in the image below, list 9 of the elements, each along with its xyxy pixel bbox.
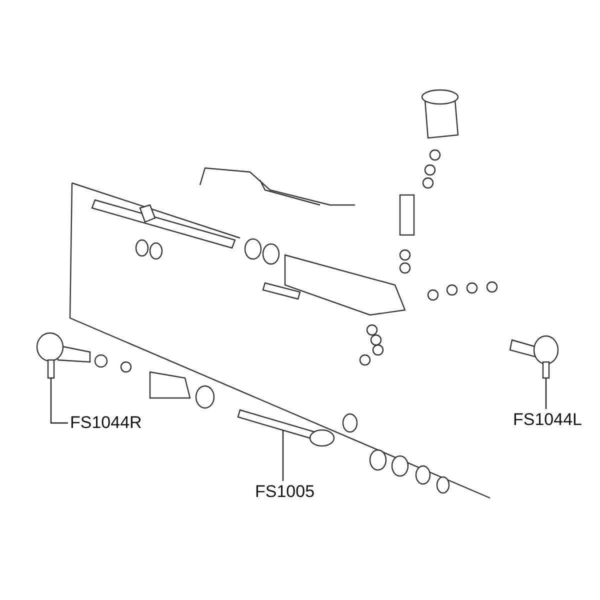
part-number: FS1044L (513, 410, 582, 430)
leader-line (50, 378, 68, 424)
tie-rod-drawing (36, 332, 91, 379)
tie-rod-drawing (237, 409, 335, 447)
leader-line (282, 430, 284, 481)
part-number: FS1044R (70, 413, 142, 433)
tie-rod-drawing (509, 335, 559, 379)
part-number: FS1005 (255, 482, 315, 502)
leader-line (545, 378, 547, 409)
